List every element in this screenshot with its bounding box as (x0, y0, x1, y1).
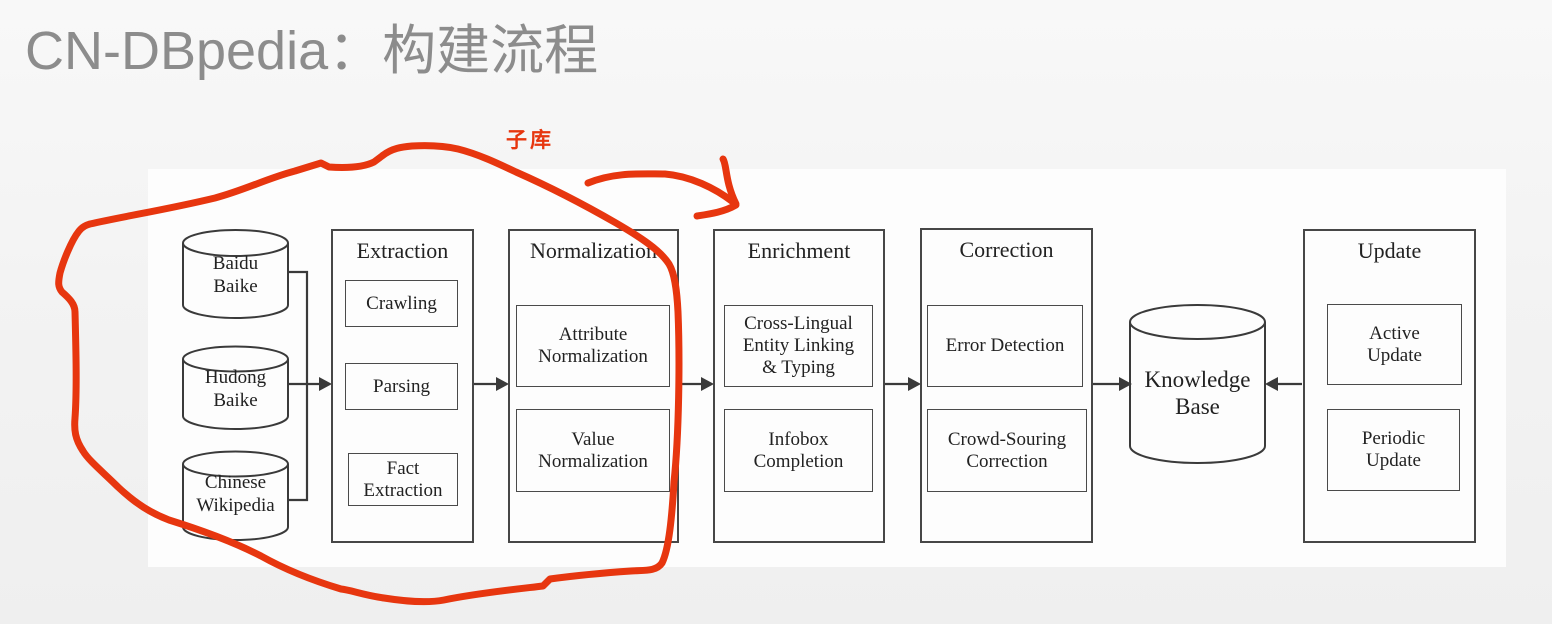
step-cross-lingual-linking: Cross-Lingual Entity Linking & Typing (724, 305, 873, 387)
step-error-detection: Error Detection (927, 305, 1083, 387)
step-active-update: Active Update (1327, 304, 1462, 385)
stage-title-extraction: Extraction (356, 238, 449, 263)
database-cylinder-knowledge-base (1129, 304, 1266, 464)
step-value-normalization: Value Normalization (516, 409, 670, 492)
step-crawling: Crawling (345, 280, 458, 327)
step-infobox-completion: Infobox Completion (724, 409, 873, 492)
step-crowd-souring-correction: Crowd-Souring Correction (927, 409, 1087, 492)
stage-title-enrichment: Enrichment (747, 238, 851, 263)
stage-title-correction: Correction (959, 237, 1054, 262)
source-label-wikipedia: Chinese Wikipedia (196, 472, 275, 516)
annotation-label: 子库 (506, 129, 554, 152)
stage-title-update: Update (1357, 238, 1422, 263)
step-parsing: Parsing (345, 363, 458, 410)
stage-box-update: Update (1303, 229, 1476, 543)
step-fact-extraction: Fact Extraction (348, 453, 458, 506)
stage-box-enrichment: Enrichment (713, 229, 885, 543)
source-label-baidu: Baidu Baike (212, 253, 259, 297)
knowledge-base-label: Knowledge Base (1144, 367, 1251, 419)
step-attribute-normalization: Attribute Normalization (516, 305, 670, 387)
page-title: CN-DBpedia：构建流程 (25, 21, 599, 81)
source-label-hudong: Hudong Baike (204, 367, 267, 411)
stage-title-normalization: Normalization (529, 238, 658, 263)
step-periodic-update: Periodic Update (1327, 409, 1460, 491)
stage-box-correction: Correction (920, 228, 1093, 543)
